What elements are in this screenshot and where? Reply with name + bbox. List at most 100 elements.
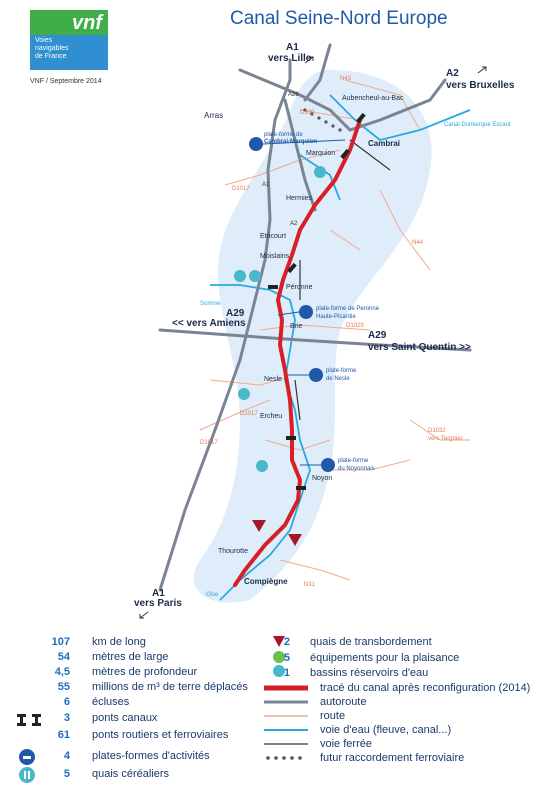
town-nesle: Nesle — [264, 376, 282, 383]
legend-left-label-0: km de long — [92, 636, 146, 648]
road-n31: N31 — [304, 582, 316, 588]
transshipment-icon — [273, 636, 285, 647]
map-title: Canal Seine-Nord Europe — [230, 8, 448, 29]
road-d1017-b: D1017 — [240, 411, 258, 417]
town-arras: Arras — [204, 111, 223, 120]
water-escaut: Canal Dunkerque Escaut — [444, 122, 511, 128]
legend-right-label-6: voie d'eau (fleuve, canal...) — [320, 724, 452, 736]
a29-east-dest: vers Saint Quentin >> — [368, 342, 471, 353]
legend-left-label-4: écluses — [92, 696, 130, 708]
legend-left-num-6: 61 — [57, 729, 70, 741]
a29-west-dest: << vers Amiens — [172, 318, 246, 329]
platform-peronne-2: Haute-Picardie — [316, 314, 356, 320]
road-d1017-c: D1017 — [200, 440, 218, 446]
legend-right-label-1: équipements pour la plaisance — [310, 652, 460, 664]
legend: 107 km de long 54 mètres de large 4,5 mè… — [0, 630, 560, 786]
town-thourotte: Thourotte — [218, 548, 248, 555]
lock-markers — [268, 112, 366, 490]
road-n44: N44 — [412, 240, 424, 246]
a29-east-code: A29 — [368, 330, 387, 341]
platform-peronne-1: plate-forme de Peronne — [316, 306, 380, 312]
platform-noyon-1: plate-forme — [338, 458, 369, 464]
a2-dest: vers Bruxelles — [446, 80, 515, 91]
legend-right-label-8: futur raccordement ferroviaire — [320, 752, 465, 764]
logo-brand: vnf — [72, 12, 102, 34]
cereal-quays — [234, 166, 326, 472]
legend-left-label-1: mètres de large — [92, 651, 169, 663]
road-d1032: D1032 — [428, 428, 446, 434]
platform-nesle-2: de Nesle — [326, 376, 350, 382]
legend-left-num-5: 3 — [63, 712, 70, 724]
line-legend-swatches — [264, 685, 308, 760]
water-oise: Oise — [206, 592, 219, 598]
reservoir-icon — [273, 665, 285, 677]
legend-right-label-0: quais de transbordement — [310, 636, 432, 648]
legend-left-num-7: 4 — [63, 750, 70, 762]
road-network — [199, 79, 470, 581]
town-ercheu: Ercheu — [260, 413, 282, 420]
a26-label: A26 — [288, 92, 299, 98]
a1-north-dest: vers Lille — [268, 53, 312, 64]
legend-right-label-5: route — [320, 710, 346, 722]
platform-cambrai-1: plate-forme de — [264, 132, 303, 138]
legend-left-num-2: 4,5 — [54, 666, 70, 678]
town-compiegne: Compiègne — [244, 577, 288, 586]
town-brie: Brie — [290, 323, 303, 330]
legend-left-label-6: ponts routiers et ferroviaires — [92, 729, 229, 741]
town-peronne: Péronne — [286, 284, 313, 291]
railways — [294, 139, 391, 421]
town-cambrai: Cambrai — [368, 139, 400, 148]
a1-mid-label: A1 — [262, 182, 270, 188]
road-d1029: D1029 — [346, 323, 364, 329]
a2-code: A2 — [446, 68, 459, 79]
legend-left-num-3: 55 — [57, 681, 70, 693]
a1-south-dest: vers Paris — [134, 598, 182, 609]
legend-right-num-2: 1 — [283, 667, 290, 679]
a1-north-code: A1 — [286, 42, 299, 53]
road-d1017-a: D1017 — [232, 186, 250, 192]
vnf-logo: vnf Voies navigables de France — [30, 10, 108, 70]
motorways — [158, 43, 472, 592]
legend-right-label-2: bassins réservoirs d'eau — [310, 667, 429, 679]
lock-bridge-icon — [17, 714, 41, 726]
activity-platforms — [249, 137, 335, 472]
town-moislains: Moislains — [260, 253, 290, 260]
leisure-icon — [273, 651, 285, 663]
canal-map: A1 vers Lille A2 vers Bruxelles A29 << v… — [134, 42, 515, 619]
logo-subtitle: Voies navigables de France — [35, 37, 69, 60]
legend-left-label-2: mètres de profondeur — [92, 666, 198, 678]
road-d1032-dest: vers Tergnier — [428, 436, 463, 442]
legend-right-label-3: tracé du canal après reconfiguration (20… — [320, 682, 531, 694]
road-n43: N43 — [340, 76, 352, 82]
transshipment-markers — [252, 520, 302, 546]
cereal-quay-icon — [19, 767, 35, 783]
legend-right-num-1: 5 — [283, 652, 290, 664]
town-etricourt: Etricourt — [260, 233, 286, 240]
platform-nesle-1: plate-forme — [326, 368, 357, 374]
road-d939: D939 — [300, 110, 315, 116]
town-marquion: Marquion — [306, 150, 335, 157]
town-noyon: Noyon — [312, 475, 332, 482]
a29-west-code: A29 — [226, 308, 245, 319]
legend-right-num-0: 2 — [283, 636, 290, 648]
legend-left-label-3: millions de m³ de terre déplacés — [92, 681, 248, 693]
legend-right-label-4: autoroute — [320, 696, 367, 708]
legend-left-num-8: 5 — [63, 768, 70, 780]
waterways — [210, 94, 471, 601]
legend-right-label-7: voie ferrée — [320, 738, 372, 750]
town-aubencheul: Aubencheul-au-Bac — [342, 95, 404, 102]
water-somme: Somme — [200, 301, 221, 307]
legend-left-num-1: 54 — [57, 651, 70, 663]
legend-left-num-0: 107 — [51, 636, 70, 648]
future-rail-link — [303, 108, 342, 132]
platform-cambrai-2: Cambrai-Marquion — [264, 139, 317, 145]
platform-noyon-2: du Noyonnais — [338, 466, 375, 472]
canal-route — [233, 118, 362, 587]
a1-south-code: A1 — [152, 588, 165, 599]
corridor-area — [193, 70, 432, 603]
platform-icon — [19, 749, 35, 765]
legend-left-num-4: 6 — [63, 696, 70, 708]
date-label: VNF / Septembre 2014 — [30, 78, 102, 85]
legend-left-label-5: ponts canaux — [92, 712, 158, 724]
direction-arrows — [139, 56, 487, 619]
